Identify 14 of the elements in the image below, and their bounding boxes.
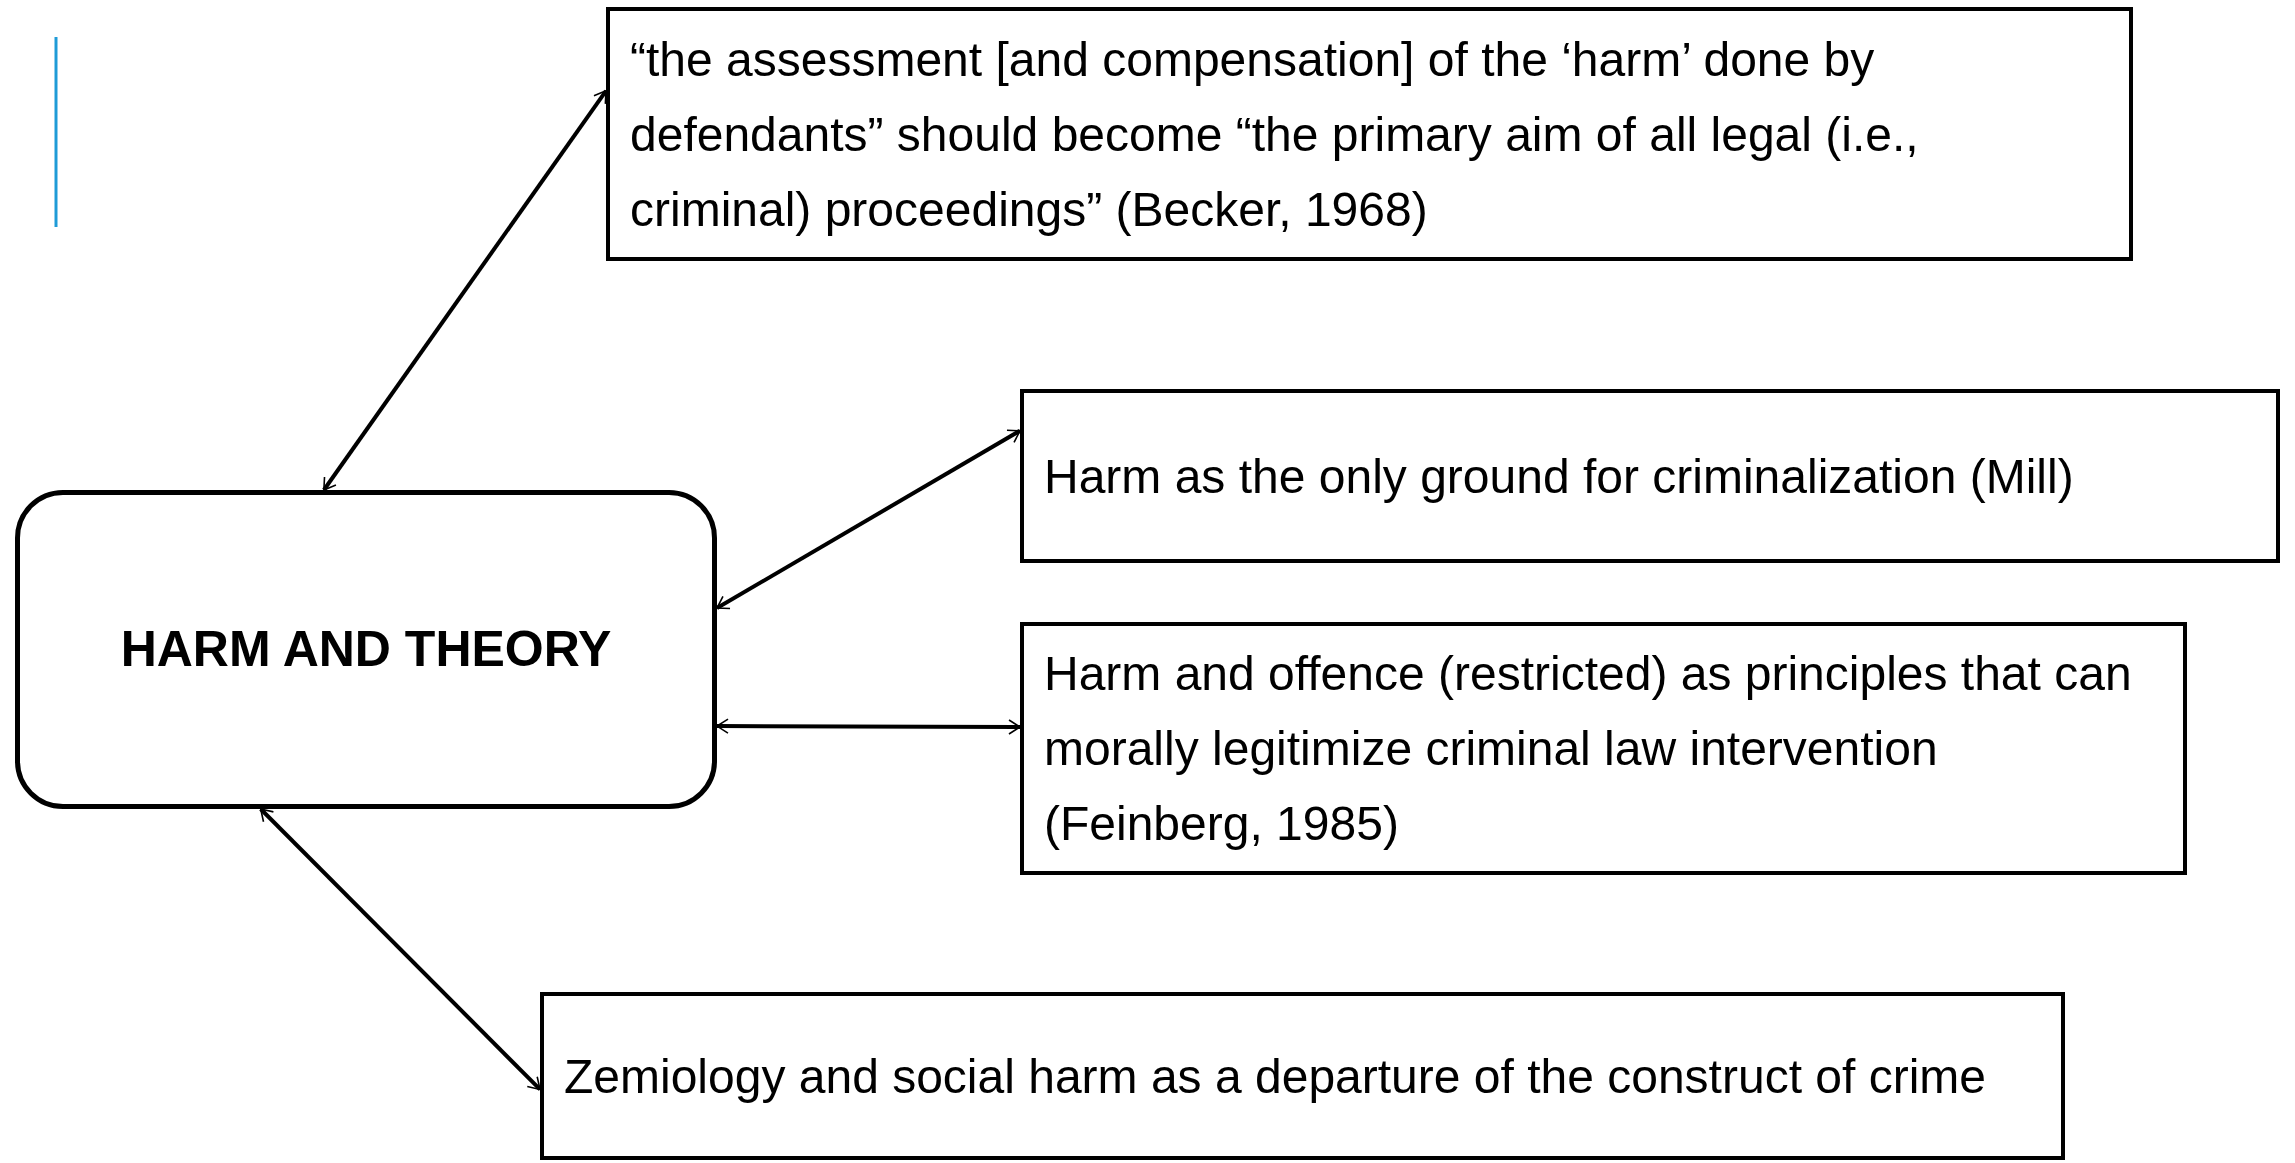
double-arrow (716, 718, 1021, 735)
topic-box (15, 490, 717, 809)
topic-title: HARM AND THEORY (119, 620, 613, 679)
text-box (606, 7, 2133, 261)
box-text: “the assessment [and compensation] of the ‘harm’ done by defendants” should become “the primary aim of all legal (i.e., criminal) proceedings” (Becker, 1968) (629, 31, 1920, 238)
double-arrow (259, 807, 542, 1091)
text-box (540, 992, 2065, 1160)
box-text: Harm as the only ground for criminalization (Mill) (1043, 448, 2075, 505)
text-box (1020, 389, 2280, 563)
box-text: Harm and offence (restricted) as principles that can morally legitimize criminal law intervention (Feinberg, 1985) (1043, 646, 2133, 852)
text-box (1020, 622, 2187, 875)
box-text: Zemiology and social harm as a departure of the construct of crime (563, 1048, 1987, 1105)
double-arrow (322, 89, 608, 492)
double-arrow (716, 429, 1021, 610)
